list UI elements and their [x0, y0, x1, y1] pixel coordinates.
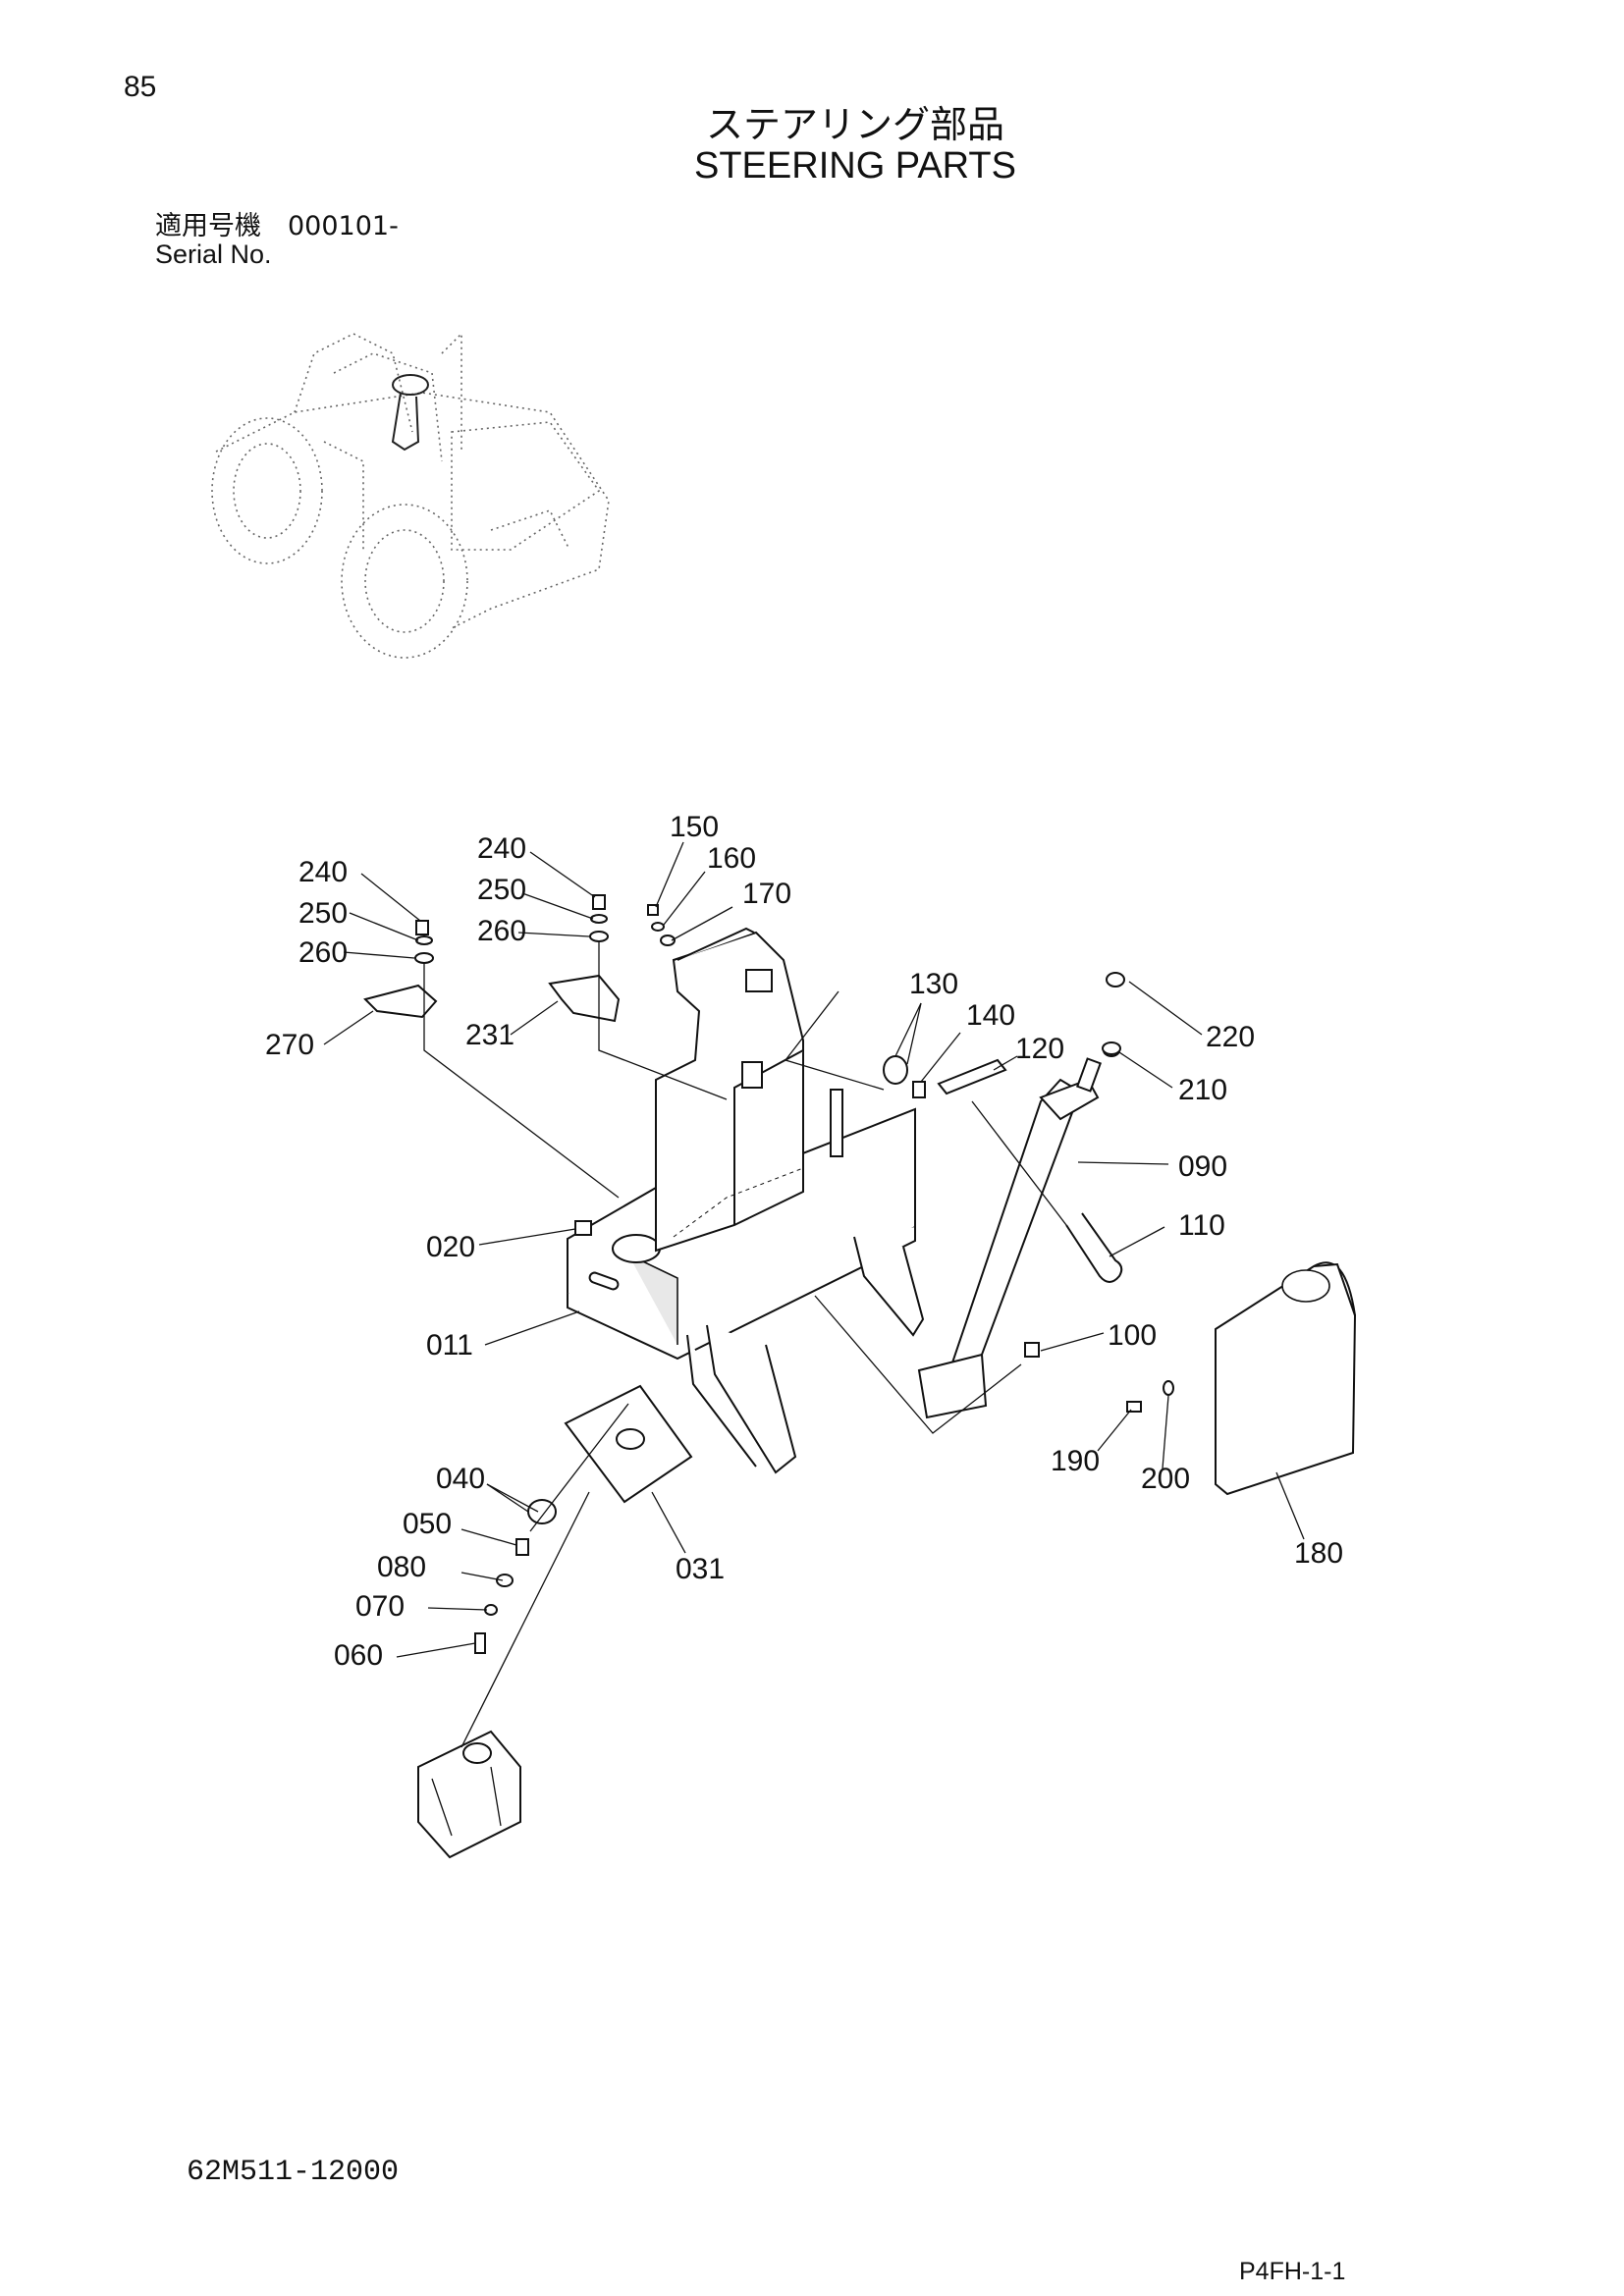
- callout-231: 231: [465, 1019, 514, 1051]
- callout-070: 070: [355, 1590, 405, 1623]
- steering-base-frame: [567, 1107, 925, 1474]
- column-washer: [1102, 1041, 1121, 1055]
- column-nut: [1106, 972, 1125, 988]
- model-code: 62M511-12000: [187, 2156, 400, 2189]
- callout-260-left: 260: [298, 936, 348, 969]
- column-support-bracket: [655, 927, 843, 1253]
- serial-number-caption: Serial No.: [155, 240, 272, 269]
- callout-120: 120: [1015, 1033, 1064, 1065]
- callout-leader-lines: [323, 841, 1305, 1658]
- callout-180: 180: [1294, 1537, 1343, 1570]
- column-bolt: [1024, 1342, 1040, 1358]
- clamp-plate: [937, 1058, 1007, 1095]
- steering-valve-unit: [417, 1730, 521, 1859]
- callout-060: 060: [334, 1639, 383, 1672]
- callout-110: 110: [1178, 1209, 1225, 1242]
- page-title: STEERING PARTS: [694, 145, 1016, 187]
- callout-011: 011: [426, 1329, 473, 1362]
- callout-150: 150: [670, 811, 719, 843]
- u-bolt: [1065, 1212, 1123, 1283]
- callout-190: 190: [1051, 1445, 1100, 1477]
- callout-250-center: 250: [477, 874, 526, 906]
- callout-210: 210: [1178, 1074, 1227, 1106]
- rubber-bushing: [883, 1055, 908, 1085]
- page-reference: P4FH-1-1: [1239, 2258, 1346, 2285]
- mounting-bolt: [574, 1220, 592, 1236]
- callout-270: 270: [265, 1029, 314, 1061]
- assembly-guide-lines: [423, 942, 1067, 1748]
- callout-200: 200: [1141, 1463, 1190, 1495]
- page-number: 85: [124, 71, 157, 103]
- tractor-overview-illustration: [211, 332, 610, 659]
- steering-unit-mount-plate: [564, 1384, 693, 1504]
- callout-240-left: 240: [298, 856, 348, 888]
- collar: [912, 1081, 926, 1098]
- cover-plate-center: [548, 974, 621, 1023]
- cover-plate-left: [363, 984, 438, 1019]
- callout-140: 140: [966, 999, 1015, 1032]
- callout-040: 040: [436, 1463, 485, 1495]
- cover-bolt: [1126, 1401, 1142, 1413]
- callout-100: 100: [1108, 1319, 1157, 1352]
- callout-160: 160: [707, 842, 756, 875]
- callout-090: 090: [1178, 1150, 1227, 1183]
- callout-240-center: 240: [477, 832, 526, 865]
- serial-number-label: 適用号機 000101-: [155, 211, 399, 241]
- callout-031: 031: [676, 1553, 725, 1585]
- callout-220: 220: [1206, 1021, 1255, 1053]
- callout-080: 080: [377, 1551, 426, 1583]
- page-title-japanese: ステアリング部品: [705, 103, 1004, 146]
- callout-050: 050: [403, 1508, 452, 1540]
- cover-bolts: [414, 894, 676, 964]
- callout-260-center: 260: [477, 915, 526, 947]
- callout-250-left: 250: [298, 897, 348, 930]
- column-cover: [1215, 1261, 1357, 1496]
- cover-washer: [1163, 1380, 1174, 1396]
- rubber-mount-set: [474, 1499, 557, 1654]
- callout-130: 130: [909, 968, 958, 1000]
- callout-020: 020: [426, 1231, 475, 1263]
- callout-170: 170: [742, 878, 791, 910]
